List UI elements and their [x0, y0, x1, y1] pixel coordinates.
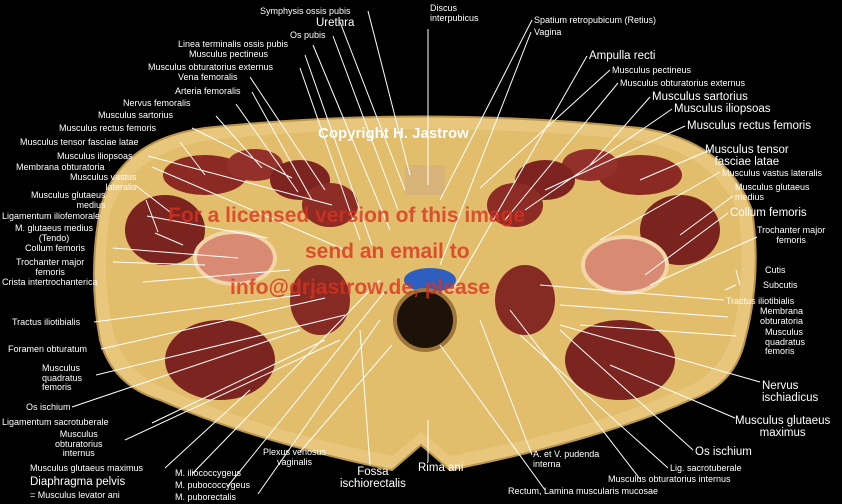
label-glutaeus-medius-right: Musculus glutaeus medius — [735, 182, 810, 202]
label-collum-femoris-left: Collum femoris — [25, 243, 86, 253]
left-glutaeus-maximus — [165, 320, 275, 400]
label-pectineus-right: Musculus pectineus — [612, 65, 692, 75]
label-trochanter-left: Trochanter major femoris — [16, 257, 85, 277]
label-urethra: Urethra — [316, 17, 355, 29]
label-arteria-femoralis: Arteria femoralis — [175, 86, 241, 96]
label-levator-ani: = Musculus levator ani — [30, 490, 120, 500]
label-sartorius-right: Musculus sartorius — [652, 91, 748, 103]
label-iliopsoas-right: Musculus iliopsoas — [674, 103, 771, 115]
label-rectus-femoris-left: Musculus rectus femoris — [59, 123, 157, 133]
label-os-pubis: Os pubis — [290, 30, 326, 40]
label-glutaeus-medius-tendo: M. glutaeus medius (Tendo) — [15, 223, 94, 243]
label-glutaeus-medius-left: Musculus glutaeus medius — [31, 190, 106, 210]
label-os-ischium-right: Os ischium — [695, 446, 752, 458]
right-femur-head — [581, 235, 669, 295]
license-watermark-line-3: info@drjastrow.de, please — [230, 276, 491, 299]
label-glutaeus-maximus-left: Musculus glutaeus maximus — [30, 463, 144, 473]
label-membrana-obturatoria-right: Membrana obturatoria — [760, 306, 804, 326]
label-puborectalis: M. puborectalis — [175, 492, 237, 502]
label-obturatorius-internus-left: Musculus obturatorius internus — [55, 429, 103, 458]
label-nervus-femoralis: Nervus femoralis — [123, 98, 191, 108]
label-rectus-femoris-right: Musculus rectus femoris — [687, 120, 811, 132]
label-membrana-obturatoria-left: Membrana obturatoria — [16, 162, 105, 172]
label-tensor-right: Musculus tensor fasciae latae — [705, 144, 789, 168]
label-vagina: Vagina — [534, 27, 562, 37]
label-tensor-left: Musculus tensor fasciae latae — [20, 137, 139, 147]
label-discus-interpubicus: Discus interpubicus — [430, 3, 479, 23]
left-glutaeus-medius — [125, 195, 205, 265]
label-vena-femoralis: Vena femoralis — [178, 72, 238, 82]
label-linea-terminalis: Linea terminalis ossis pubis — [178, 39, 289, 49]
label-iliopsoas-left: Musculus iliopsoas — [57, 151, 133, 161]
label-rectum: Rectum, Lamina muscularis mucosae — [508, 486, 659, 496]
label-lig-sacrotuberale-left: Ligamentum sacrotuberale — [2, 417, 109, 427]
label-trochanter-right: Trochanter major femoris — [757, 225, 826, 245]
right-glutaeus-maximus — [565, 320, 675, 400]
label-quadratus-left: Musculus quadratus femoris — [42, 363, 83, 392]
right-tensor-muscle — [598, 155, 682, 195]
label-obturatorius-externus-right: Musculus obturatorius externus — [620, 78, 746, 88]
label-iliococcygeus: M. iliococcygeus — [175, 468, 242, 478]
label-obturatorius-externus-left: Musculus obturatorius externus — [148, 62, 274, 72]
vagina-shape — [404, 268, 456, 292]
label-collum-femoris-right: Collum femoris — [730, 207, 807, 219]
label-crista-intertrochanterica: Crista intertrochanterica — [2, 277, 98, 287]
label-spatium-retropubicum: Spatium retropubicum (Retius) — [534, 15, 657, 25]
copyright-watermark: Copyright H. Jastrow — [318, 125, 469, 142]
label-plexus-venosus: Plexus venosus vaginalis — [263, 447, 327, 467]
label-pubococcygeus: M. pubococcygeus — [175, 480, 251, 490]
label-lig-iliofemorale: Ligamentum iliofemorale — [2, 211, 101, 221]
right-iliopsoas-muscle — [487, 183, 543, 227]
label-cutis: Cutis — [765, 265, 786, 275]
label-foramen-obturatum: Foramen obturatum — [8, 344, 88, 354]
license-watermark-line-2: send an email to — [305, 240, 470, 263]
label-obturatorius-internus-right: Musculus obturatorius internus — [608, 474, 731, 484]
label-rima-ani: Rima ani — [418, 462, 464, 474]
label-vastus-lateralis-right: Musculus vastus lateralis — [722, 168, 823, 178]
label-nervus-ischiadicus: Nervus ischiadicus — [762, 380, 819, 404]
symphysis-shape — [405, 165, 445, 195]
label-tractus-right: Tractus iliotibialis — [726, 296, 795, 306]
label-symphysis: Symphysis ossis pubis — [260, 6, 351, 16]
license-watermark-line-1: For a licensed version of this image — [168, 204, 526, 227]
label-vastus-lateralis-left: Musculus vastus lateralis — [70, 172, 137, 192]
rectum-shape — [393, 288, 457, 352]
label-fossa-ischiorectalis: Fossa ischiorectalis — [340, 466, 406, 490]
label-os-ischium-left: Os ischium — [26, 402, 71, 412]
label-quadratus-right: Musculus quadratus femoris — [765, 327, 806, 356]
left-sartorius-muscle — [227, 149, 283, 181]
label-pectineus-left: Musculus pectineus — [189, 49, 269, 59]
label-diaphragma-pelvis: Diaphragma pelvis — [30, 476, 126, 488]
label-subcutis: Subcutis — [763, 280, 798, 290]
label-glutaeus-maximus-right: Musculus glutaeus maximus — [735, 415, 831, 439]
label-pudenda-interna: A. et V. pudenda interna — [533, 449, 600, 469]
label-ampulla-recti: Ampulla recti — [589, 50, 656, 62]
label-lig-sacrotuberale-right: Lig. sacrotuberale — [670, 463, 742, 473]
label-tractus-left: Tractus iliotibialis — [12, 317, 81, 327]
label-sartorius-left: Musculus sartorius — [98, 110, 174, 120]
right-obturator-muscle — [495, 265, 555, 335]
